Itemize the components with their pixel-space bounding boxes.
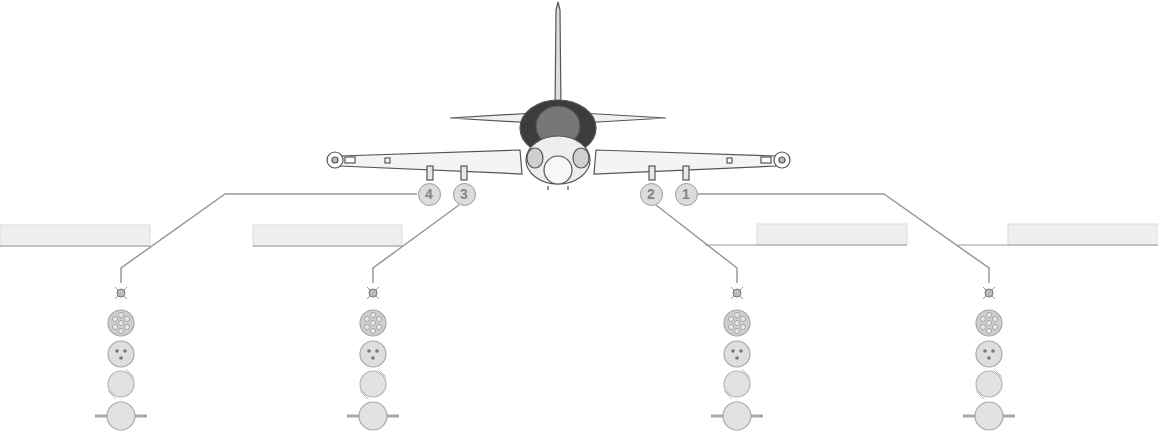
callout-label: 3 (460, 187, 468, 201)
aircraft (327, 2, 790, 190)
callout-label: 1 (682, 187, 690, 201)
callout-number: 3 (453, 183, 476, 206)
leader-lines (121, 194, 989, 283)
callout-number: 4 (418, 183, 441, 206)
store-icons (95, 287, 1015, 430)
callout-number: 1 (675, 183, 698, 206)
callout-label: 4 (425, 187, 433, 201)
callout-number: 2 (640, 183, 663, 206)
callout-label: 2 (647, 187, 655, 201)
label-bars (0, 224, 1158, 246)
